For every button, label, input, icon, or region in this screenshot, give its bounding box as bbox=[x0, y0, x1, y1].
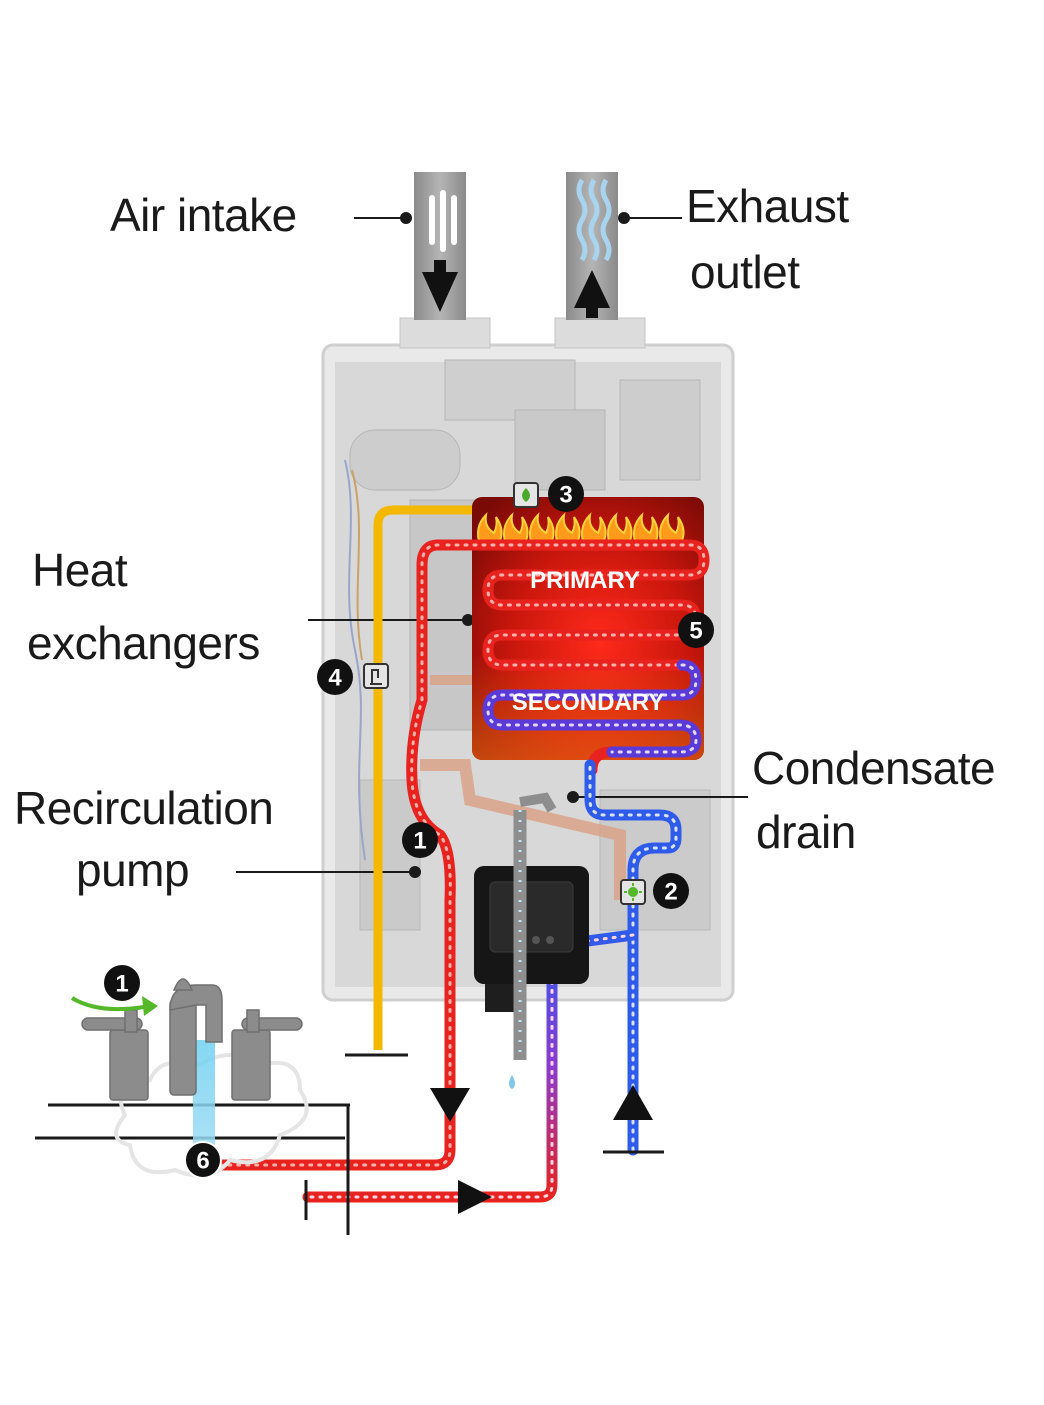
badge-6: 6 bbox=[184, 1141, 222, 1179]
heat-exchangers-label-line2: exchangers bbox=[27, 617, 260, 669]
secondary-label: SECONDARY bbox=[512, 689, 664, 716]
exhaust-outlet-duct bbox=[566, 172, 618, 320]
badge-4: 4 bbox=[317, 659, 353, 695]
primary-label: PRIMARY bbox=[530, 567, 640, 594]
svg-text:3: 3 bbox=[559, 482, 572, 509]
air-intake-label: Air intake bbox=[110, 189, 297, 241]
recirculation-pump-label-line2: pump bbox=[76, 844, 190, 896]
condensate-drain bbox=[509, 792, 557, 1089]
sink-faucet bbox=[35, 978, 350, 1235]
rotate-arrow-icon bbox=[142, 996, 158, 1016]
heat-exchanger: PRIMARY SECONDARY bbox=[432, 497, 710, 776]
condensate-drain-label-line1: Condensate bbox=[752, 742, 996, 794]
badge-3: 3 bbox=[548, 476, 584, 512]
hot-water-line bbox=[204, 539, 470, 1171]
air-intake-duct bbox=[414, 172, 466, 320]
down-arrow-icon bbox=[422, 260, 458, 312]
recirculation-pump bbox=[474, 866, 589, 1012]
svg-text:5: 5 bbox=[689, 618, 702, 645]
svg-text:2: 2 bbox=[664, 879, 677, 906]
leader-lines bbox=[236, 212, 748, 878]
svg-text:1: 1 bbox=[413, 828, 426, 855]
exhaust-label-line1: Exhaust bbox=[686, 180, 849, 232]
badge-2: 2 bbox=[653, 873, 689, 909]
exhaust-label-line2: outlet bbox=[690, 246, 800, 298]
recirculation-pump-label-line1: Recirculation bbox=[14, 782, 274, 834]
badge-1-pump: 1 bbox=[402, 822, 438, 858]
sensor-icon bbox=[363, 663, 389, 689]
burner-flames-icon bbox=[477, 512, 685, 546]
flow-sensor-icon bbox=[620, 879, 646, 905]
gas-line bbox=[345, 505, 690, 1057]
svg-text:1: 1 bbox=[115, 971, 128, 998]
water-drop-icon bbox=[509, 1075, 515, 1089]
badge-5: 5 bbox=[678, 612, 714, 648]
gas-valve-icon bbox=[513, 482, 539, 508]
condensate-drain-label-line2: drain bbox=[756, 806, 856, 858]
heat-exchangers-label-line1: Heat bbox=[32, 544, 128, 596]
svg-text:6: 6 bbox=[196, 1148, 209, 1175]
up-arrow-icon bbox=[613, 1085, 653, 1120]
right-arrow-icon bbox=[458, 1180, 492, 1214]
badge-1-faucet: 1 bbox=[104, 965, 140, 1001]
down-arrow-icon bbox=[430, 1088, 470, 1122]
up-arrow-icon bbox=[574, 270, 610, 318]
cold-water-line bbox=[584, 759, 682, 1156]
svg-text:4: 4 bbox=[328, 665, 342, 692]
